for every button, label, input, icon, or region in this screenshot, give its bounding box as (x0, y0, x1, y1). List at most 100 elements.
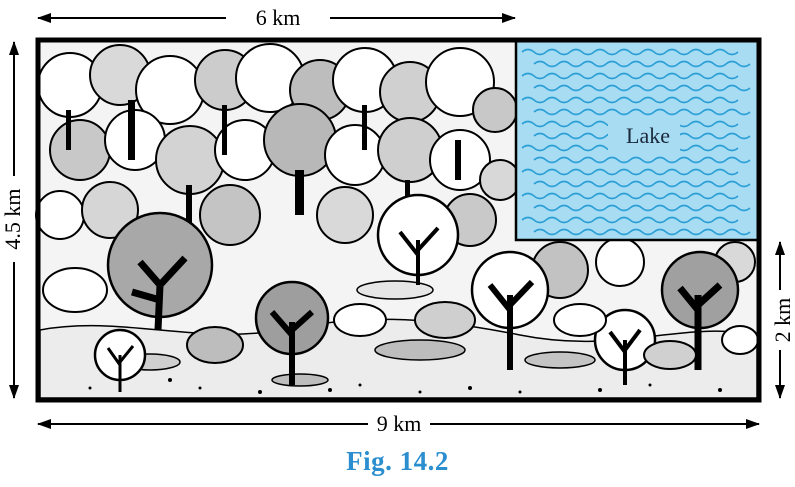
wave-stroke (713, 168, 739, 176)
wave-stroke (689, 48, 715, 56)
wave-stroke (605, 60, 631, 68)
wave-stroke (581, 60, 607, 68)
wave-stroke (557, 132, 583, 140)
wave-stroke (605, 108, 631, 116)
wave-stroke (677, 108, 703, 116)
wave-stroke (557, 180, 583, 188)
wave-stroke (665, 216, 691, 224)
wave-stroke (557, 228, 583, 236)
wave-stroke (677, 60, 703, 68)
wave-stroke (533, 228, 559, 236)
wave-stroke (677, 180, 703, 188)
wave-stroke (593, 168, 619, 176)
wave-stroke (701, 60, 727, 68)
wave-stroke (521, 216, 547, 224)
wave-stroke (713, 72, 739, 80)
wave-stroke (653, 204, 679, 212)
wave-stroke (581, 84, 607, 92)
wave-stroke (653, 180, 679, 188)
tree-left-large (106, 211, 214, 331)
wave-stroke (653, 84, 679, 92)
tree-right-white (470, 250, 550, 370)
wave-stroke (521, 96, 547, 104)
wave-stroke (677, 132, 703, 140)
wave-stroke (605, 180, 631, 188)
wave-stroke (641, 72, 667, 80)
wave-stroke (533, 132, 559, 140)
lake: Lake (514, 38, 761, 242)
wave-stroke (557, 84, 583, 92)
tree-small-white (593, 308, 657, 385)
wave-stroke (665, 192, 691, 200)
wave-stroke (545, 192, 571, 200)
wave-stroke (617, 48, 643, 56)
wave-stroke (605, 156, 631, 164)
bottom-dimension: 9 km (37, 411, 760, 436)
wave-stroke (545, 216, 571, 224)
wave-stroke (653, 60, 679, 68)
wave-stroke (701, 132, 727, 140)
wave-stroke (545, 144, 571, 152)
wave-stroke (533, 156, 559, 164)
wave-stroke (557, 156, 583, 164)
wave-stroke (653, 228, 679, 236)
wave-stroke (713, 192, 739, 200)
tree-far-right-grey (660, 250, 740, 370)
wave-stroke (665, 96, 691, 104)
left-dimension-label: 4.5 km (0, 188, 25, 249)
wave-stroke (533, 204, 559, 212)
top-dimension: 6 km (37, 5, 516, 30)
wave-stroke (689, 144, 715, 152)
wave-stroke (581, 108, 607, 116)
left-dimension: 4.5 km (0, 41, 25, 399)
wave-stroke (593, 216, 619, 224)
wave-stroke (569, 216, 595, 224)
wave-stroke (569, 48, 595, 56)
tree-bottom-left-white (93, 328, 147, 392)
ground-texture (88, 378, 722, 394)
wave-stroke (581, 204, 607, 212)
wave-stroke (725, 60, 751, 68)
wave-stroke (677, 156, 703, 164)
wave-stroke (593, 96, 619, 104)
wave-stroke (581, 132, 607, 140)
wave-stroke (521, 48, 547, 56)
wave-stroke (641, 216, 667, 224)
wave-stroke (605, 84, 631, 92)
wave-stroke (521, 120, 547, 128)
wave-stroke (653, 108, 679, 116)
wave-stroke (629, 60, 655, 68)
wave-stroke (725, 132, 751, 140)
wave-stroke (689, 96, 715, 104)
wave-stroke (725, 180, 751, 188)
wave-stroke (641, 96, 667, 104)
background-tree-canopies (35, 43, 756, 299)
wave-stroke (653, 156, 679, 164)
wave-stroke (521, 144, 547, 152)
foreground-trees (93, 193, 740, 392)
wave-stroke (701, 84, 727, 92)
wave-stroke (689, 120, 715, 128)
wave-stroke (569, 168, 595, 176)
wave-stroke (629, 108, 655, 116)
wave-stroke (641, 48, 667, 56)
wave-stroke (701, 156, 727, 164)
wave-stroke (629, 228, 655, 236)
wave-stroke (605, 204, 631, 212)
tree-center-white (376, 193, 460, 285)
top-dimension-label: 6 km (256, 5, 301, 30)
wave-stroke (701, 108, 727, 116)
wave-stroke (521, 192, 547, 200)
wave-stroke (617, 192, 643, 200)
wave-stroke (725, 84, 751, 92)
wave-stroke (557, 204, 583, 212)
wave-stroke (593, 72, 619, 80)
wave-stroke (677, 228, 703, 236)
tree-middle-grey (254, 280, 330, 385)
wave-stroke (617, 168, 643, 176)
map-border (35, 37, 762, 403)
wave-stroke (713, 216, 739, 224)
wave-stroke (569, 96, 595, 104)
wave-stroke (641, 192, 667, 200)
wave-stroke (701, 180, 727, 188)
